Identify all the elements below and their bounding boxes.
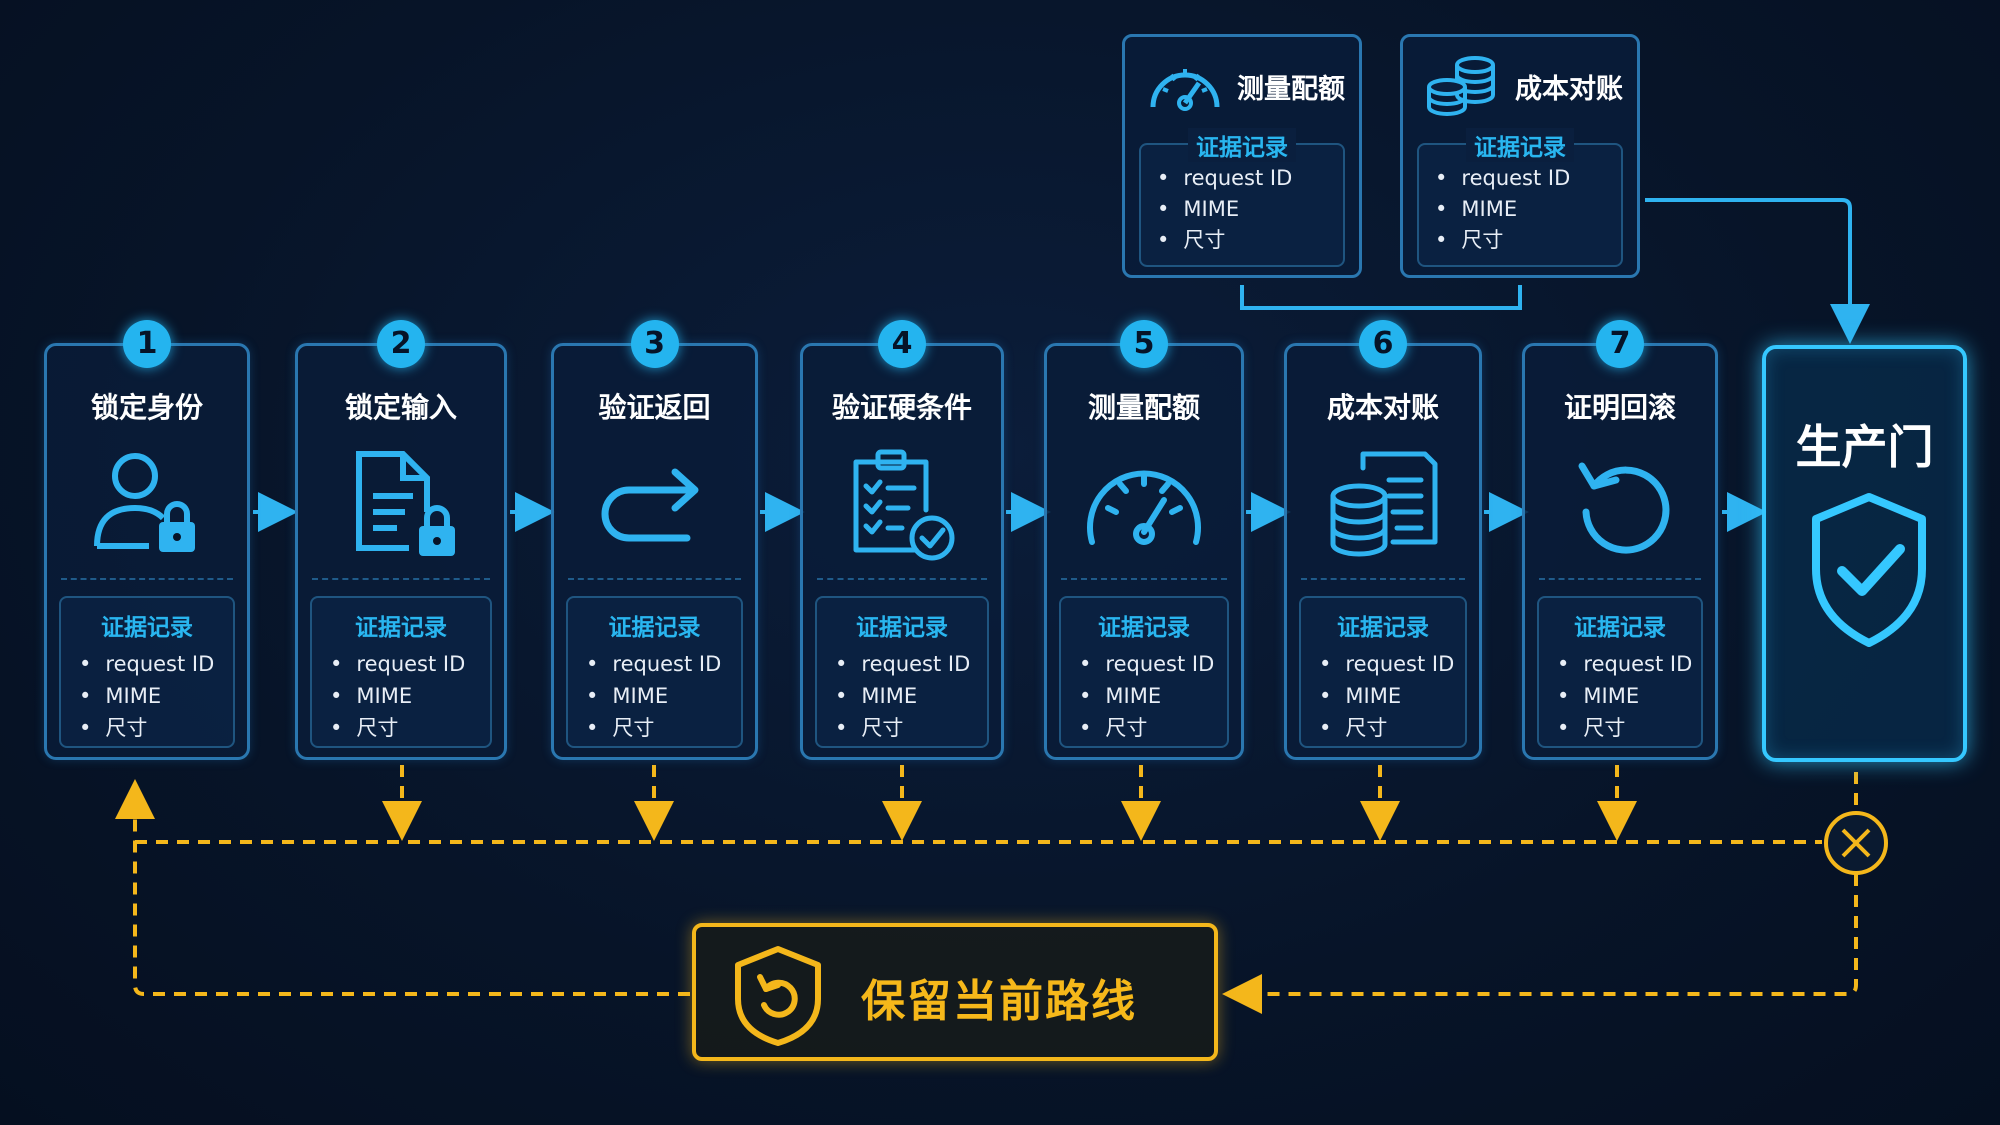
evidence-box: 证据记录 request ID MIME 尺寸 — [59, 596, 235, 748]
step-number-badge: 6 — [1359, 320, 1407, 368]
step-card-2: 2 锁定输入 证据记录 request ID MIME 尺寸 — [295, 320, 507, 760]
evidence-item: request ID — [79, 648, 233, 680]
fallback-lines — [115, 765, 1858, 1014]
step-title: 验证硬条件 — [831, 391, 972, 424]
evidence-title: 证据记录 — [1466, 128, 1574, 162]
divider — [817, 578, 987, 580]
evidence-title: 证据记录 — [1098, 615, 1190, 641]
evidence-box: 证据记录 request ID MIME 尺寸 — [1417, 128, 1623, 267]
keep-current-route-box: 保留当前路线 — [692, 923, 1218, 1061]
evidence-title: 证据记录 — [1188, 128, 1296, 162]
divider — [312, 578, 490, 580]
evidence-item: 尺寸 — [79, 712, 233, 744]
evidence-box: 证据记录 request ID MIME 尺寸 — [1139, 128, 1345, 267]
top-card-quota: 测量配额 证据记录 request ID MIME 尺寸 — [1122, 34, 1362, 278]
step-card-3: 3 验证返回 证据记录 request ID MIME 尺寸 — [551, 320, 758, 760]
step-number-badge: 1 — [123, 320, 171, 368]
step-card-1: 1 锁定身份 证据记录 request ID MIME 尺寸 — [44, 320, 250, 760]
evidence-item: request ID — [1079, 648, 1227, 680]
evidence-box: 证据记录 request ID MIME 尺寸 — [1299, 596, 1467, 748]
divider — [1539, 578, 1701, 580]
divider — [61, 578, 233, 580]
shield-rollback-icon — [735, 946, 821, 1046]
evidence-box: 证据记录 request ID MIME 尺寸 — [815, 596, 989, 748]
shield-check-icon — [1812, 493, 1926, 647]
document-lock-icon — [356, 451, 455, 556]
coins-icon — [1427, 56, 1495, 116]
evidence-item: 尺寸 — [1319, 712, 1465, 744]
evidence-item: request ID — [1435, 163, 1621, 194]
return-arrow-icon — [601, 468, 698, 542]
evidence-item: MIME — [1557, 680, 1701, 712]
step-number-badge: 2 — [377, 320, 425, 368]
gauge-icon — [1087, 470, 1201, 545]
step-card-7: 7 证明回滚 证据记录 request ID MIME 尺寸 — [1522, 320, 1718, 760]
step-number-badge: 7 — [1596, 320, 1644, 368]
production-gate: 生产门 — [1762, 345, 1967, 762]
step-card-4: 4 验证硬条件 证据记录 request ID MIME 尺寸 — [800, 320, 1004, 760]
evidence-item: MIME — [1157, 194, 1343, 225]
step-number-badge: 4 — [878, 320, 926, 368]
top-cards-bracket — [1240, 285, 1522, 310]
evidence-item: request ID — [586, 648, 741, 680]
checklist-icon — [853, 449, 955, 561]
evidence-box: 证据记录 request ID MIME 尺寸 — [310, 596, 492, 748]
evidence-title: 证据记录 — [856, 615, 948, 641]
evidence-item: 尺寸 — [1435, 225, 1621, 256]
evidence-item: MIME — [1435, 194, 1621, 225]
evidence-item: request ID — [1157, 163, 1343, 194]
evidence-box: 证据记录 request ID MIME 尺寸 — [1537, 596, 1703, 748]
evidence-title: 证据记录 — [355, 615, 447, 641]
evidence-item: 尺寸 — [835, 712, 987, 744]
step-title: 成本对账 — [1326, 391, 1439, 424]
evidence-box: 证据记录 request ID MIME 尺寸 — [566, 596, 743, 748]
rollback-icon — [1578, 462, 1670, 554]
step-title: 测量配额 — [1087, 391, 1200, 424]
cost-reconcile-icon — [1330, 451, 1438, 557]
evidence-item: request ID — [1557, 648, 1701, 680]
evidence-item: 尺寸 — [586, 712, 741, 744]
evidence-item: request ID — [835, 648, 987, 680]
evidence-item: 尺寸 — [1557, 712, 1701, 744]
top-card-title: 测量配额 — [1237, 74, 1345, 105]
step-title: 证明回滚 — [1563, 391, 1676, 424]
gauge-icon — [1150, 69, 1220, 111]
evidence-item: MIME — [1079, 680, 1227, 712]
evidence-title: 证据记录 — [608, 615, 701, 641]
step-title: 验证返回 — [598, 391, 711, 424]
step-card-5: 5 测量配额 证据记录 request ID MIME 尺寸 — [1044, 320, 1244, 760]
x-circle-icon — [1824, 811, 1888, 875]
evidence-title: 证据记录 — [1574, 615, 1666, 641]
evidence-item: MIME — [835, 680, 987, 712]
top-card-cost: 成本对账 证据记录 request ID MIME 尺寸 — [1400, 34, 1640, 278]
divider — [568, 578, 741, 580]
top-card-title: 成本对账 — [1515, 74, 1623, 105]
evidence-title: 证据记录 — [1337, 615, 1429, 641]
evidence-title: 证据记录 — [101, 615, 193, 641]
step-title: 锁定身份 — [90, 391, 203, 424]
step-number-badge: 5 — [1120, 320, 1168, 368]
evidence-item: MIME — [1319, 680, 1465, 712]
step-card-6: 6 成本对账 证据记录 request ID MIME 尺寸 — [1284, 320, 1482, 760]
divider — [1061, 578, 1227, 580]
evidence-item: 尺寸 — [1079, 712, 1227, 744]
top-to-gate-arrow — [1645, 198, 1870, 344]
evidence-item: request ID — [1319, 648, 1465, 680]
evidence-item: 尺寸 — [330, 712, 490, 744]
gate-title: 生产门 — [1795, 420, 1934, 474]
keep-route-label: 保留当前路线 — [861, 976, 1137, 1027]
step-number-badge: 3 — [630, 320, 679, 368]
evidence-item: MIME — [586, 680, 741, 712]
evidence-item: MIME — [79, 680, 233, 712]
step-title: 锁定输入 — [344, 391, 457, 424]
divider — [1301, 578, 1465, 580]
evidence-box: 证据记录 request ID MIME 尺寸 — [1059, 596, 1229, 748]
evidence-item: MIME — [330, 680, 490, 712]
evidence-item: request ID — [330, 648, 490, 680]
user-lock-icon — [94, 453, 195, 552]
evidence-item: 尺寸 — [1157, 225, 1343, 256]
